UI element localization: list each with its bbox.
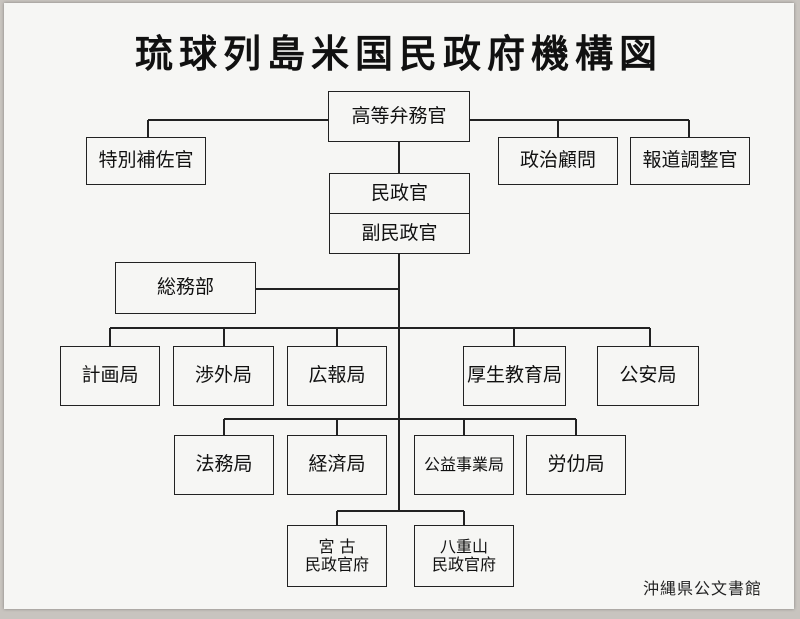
node-health-education-bureau: 厚生教育局 — [463, 346, 566, 406]
node-press-coordinator: 報道調整官 — [630, 137, 750, 185]
node-yaeyama-office: 八重山 民政官府 — [414, 525, 514, 587]
node-labor-bureau: 労仂局 — [526, 435, 626, 495]
node-general-affairs: 総務部 — [115, 262, 256, 314]
node-public-works-bureau: 公益事業局 — [414, 435, 514, 495]
connector-lines — [109, 119, 690, 525]
node-foreign-affairs-bureau: 渉外局 — [173, 346, 274, 406]
node-civil-administration: 民政官 副民政官 — [329, 173, 470, 254]
node-deputy-civil-administrator: 副民政官 — [330, 213, 469, 253]
node-planning-bureau: 計画局 — [60, 346, 160, 406]
node-special-assistant: 特別補佐官 — [86, 137, 206, 185]
photo-print: 琉球列島米国民政府機構図 — [4, 3, 794, 609]
node-public-info-bureau: 広報局 — [287, 346, 387, 406]
chart-title: 琉球列島米国民政府機構図 — [134, 32, 663, 76]
node-miyako-office: 宮 古 民政官府 — [287, 525, 387, 587]
node-political-advisor: 政治顧問 — [498, 137, 618, 185]
node-civil-administrator: 民政官 — [370, 181, 428, 204]
node-legal-bureau: 法務局 — [174, 435, 274, 495]
node-economic-bureau: 経済局 — [287, 435, 387, 495]
node-public-safety-bureau: 公安局 — [597, 346, 699, 406]
archive-credit: 沖縄県公文書館 — [642, 579, 762, 598]
node-high-commissioner: 高等弁務官 — [328, 91, 470, 142]
